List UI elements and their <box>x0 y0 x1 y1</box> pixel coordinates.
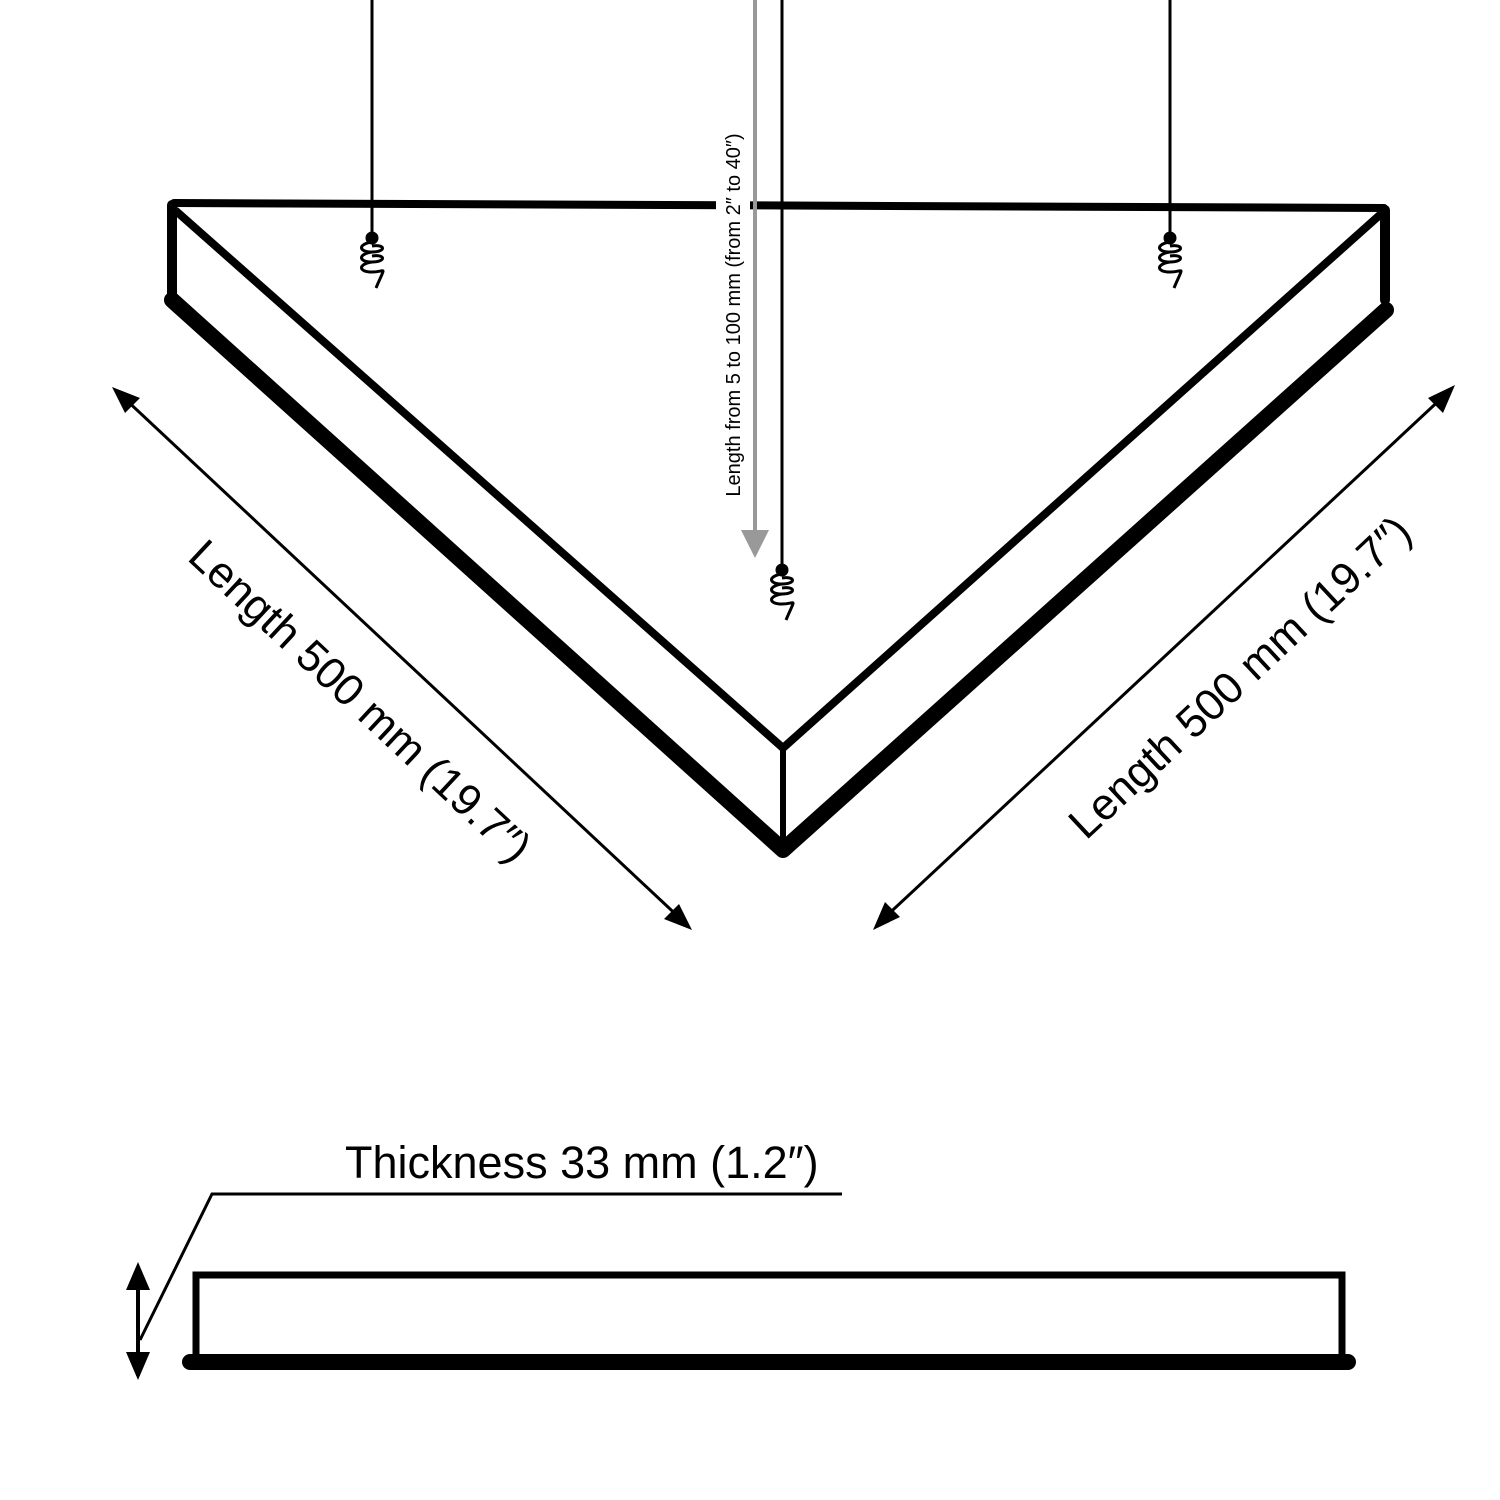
thickness-leader-line <box>138 1192 842 1341</box>
spring-icon <box>360 231 385 289</box>
thickness-label: Thickness 33 mm (1.2″) <box>345 1137 819 1188</box>
panel-inner-left <box>172 207 787 752</box>
panel-bottom-edge <box>164 292 1394 858</box>
suspension-cables <box>370 0 1172 566</box>
spring-icon <box>770 563 795 621</box>
side-view-body <box>192 1271 1346 1363</box>
left-length-arrow <box>120 394 686 924</box>
panel-side-view <box>182 1271 1356 1370</box>
panel-top-edge <box>170 199 1388 212</box>
thickness-arrowheads <box>126 1262 150 1380</box>
triangle-panel <box>164 199 1394 858</box>
spring-icon <box>1158 231 1183 289</box>
panel-inner-right <box>779 209 1386 752</box>
cable-length-arrowhead <box>741 530 769 558</box>
label-gap-mask <box>716 196 750 216</box>
cable-length-label: Length from 5 to 100 mm (from 2″ to 40″) <box>723 133 745 496</box>
right-length-arrow <box>878 392 1448 924</box>
spring-icons <box>360 231 1183 621</box>
